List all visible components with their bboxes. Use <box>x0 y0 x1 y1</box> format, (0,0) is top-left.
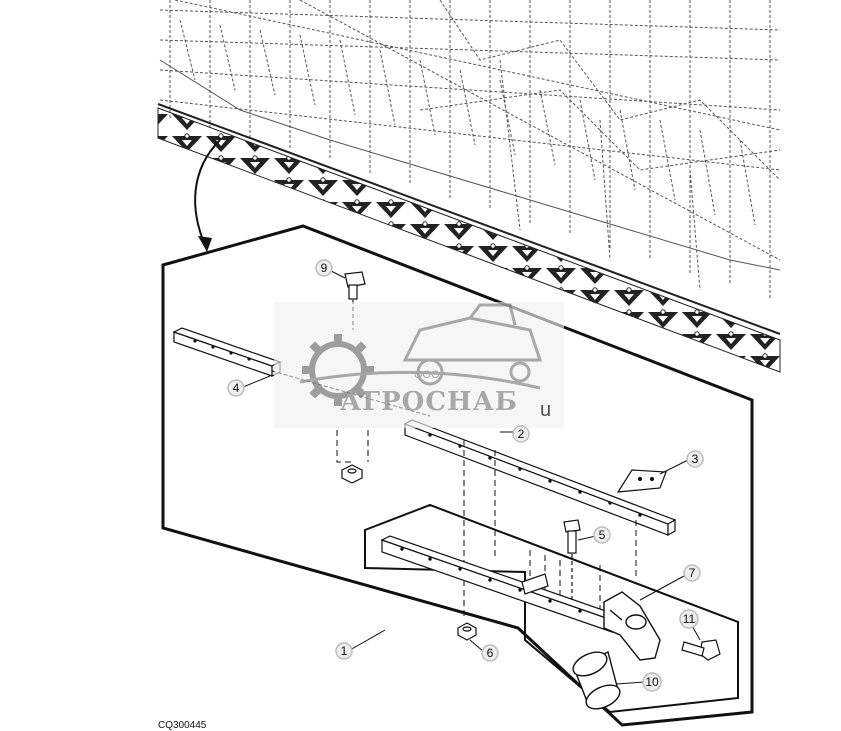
callout-11: 11 <box>679 609 699 629</box>
svg-text:1: 1 <box>341 644 348 658</box>
svg-text:9: 9 <box>321 261 328 275</box>
callout-1: 1 <box>335 642 353 660</box>
figure-id: CQ300445 <box>158 720 207 731</box>
part-10-bushing <box>572 651 621 710</box>
watermark-logo: ООО АГРОСНАБ u <box>274 302 564 428</box>
part-6-nut-lower <box>457 622 477 641</box>
callout-3: 3 <box>686 450 704 468</box>
detail-arrow <box>194 139 221 252</box>
svg-text:6: 6 <box>487 646 494 660</box>
part-2-knife-bar <box>403 419 677 537</box>
callouts: 9 4 2 3 5 7 11 10 6 1 <box>227 259 704 692</box>
callout-6: 6 <box>481 644 499 662</box>
cutter-bar-sections <box>157 103 781 373</box>
svg-text:11: 11 <box>683 612 696 626</box>
header-machine-illustration <box>159 0 781 300</box>
callout-7: 7 <box>683 564 701 582</box>
callout-5: 5 <box>593 526 611 544</box>
callout-9: 9 <box>315 259 333 277</box>
watermark-prefix: ООО <box>414 369 440 381</box>
part-11-bolt <box>681 639 721 661</box>
svg-text:3: 3 <box>692 452 699 466</box>
watermark-suffix: u <box>540 399 551 421</box>
part-5-bolt <box>563 519 581 600</box>
assembly-lines <box>336 430 637 620</box>
callout-10: 10 <box>642 672 662 692</box>
part-7-guard-clamp <box>603 591 661 661</box>
svg-text:5: 5 <box>599 528 606 542</box>
part-7-guard-bar <box>380 535 622 633</box>
part-3-knife-section <box>616 469 667 493</box>
callout-4: 4 <box>227 379 245 397</box>
guard-assembly-frame <box>364 503 739 714</box>
svg-text:2: 2 <box>518 427 525 441</box>
watermark-company-name: АГРОСНАБ <box>340 387 518 417</box>
part-6-nut-upper <box>341 464 363 484</box>
svg-text:7: 7 <box>689 566 696 580</box>
svg-text:10: 10 <box>645 675 659 689</box>
callout-2: 2 <box>512 425 530 443</box>
svg-text:4: 4 <box>233 381 240 395</box>
